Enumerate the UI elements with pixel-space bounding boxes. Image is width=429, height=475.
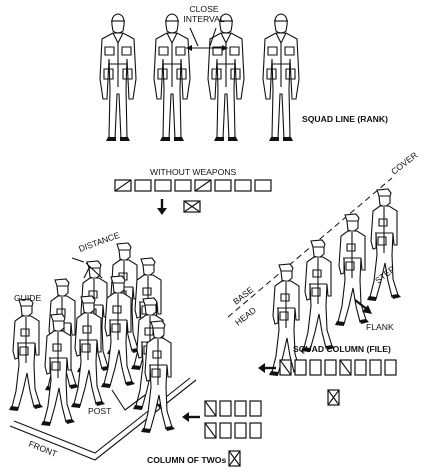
cover-label: COVER xyxy=(389,150,419,177)
without-weapons-boxes xyxy=(114,179,272,192)
squad-line-figures xyxy=(99,13,300,142)
squad-column-boxes xyxy=(279,359,397,376)
distance-label: DISTANCE xyxy=(77,230,121,254)
squad-column-label: SQUAD COLUMN (FILE) xyxy=(293,344,391,354)
column-of-twos-boxes xyxy=(204,400,262,439)
column-of-twos-label: COLUMN OF TWOs xyxy=(147,455,226,465)
base-label: BASE xyxy=(231,284,255,306)
head-label: HEAD xyxy=(233,305,258,328)
flank-label: FLANK xyxy=(366,322,394,332)
squad-column-leader-box xyxy=(327,389,340,406)
cover-line xyxy=(227,177,393,318)
column-of-twos-figures xyxy=(8,242,176,434)
front-label: FRONT xyxy=(27,439,59,460)
squad-line-label: SQUAD LINE (RANK) xyxy=(302,114,388,124)
close-interval-arrows xyxy=(186,27,228,51)
post-pointer xyxy=(111,389,146,411)
close-interval-label-2: INTERVAL xyxy=(183,14,224,24)
leader-box xyxy=(183,200,201,213)
column-of-twos-leader-box xyxy=(228,450,241,467)
close-interval-label-1: CLOSE xyxy=(189,4,218,14)
guide-label: GUIDE xyxy=(14,293,41,303)
column-of-twos-left-arrow xyxy=(182,412,200,422)
down-arrow xyxy=(157,199,167,215)
post-label: POST xyxy=(88,406,112,416)
flank-arrow xyxy=(354,299,372,314)
without-weapons-label: WITHOUT WEAPONS xyxy=(150,167,237,177)
distance-arrow xyxy=(71,257,103,279)
squad-column-left-arrow xyxy=(258,363,276,373)
